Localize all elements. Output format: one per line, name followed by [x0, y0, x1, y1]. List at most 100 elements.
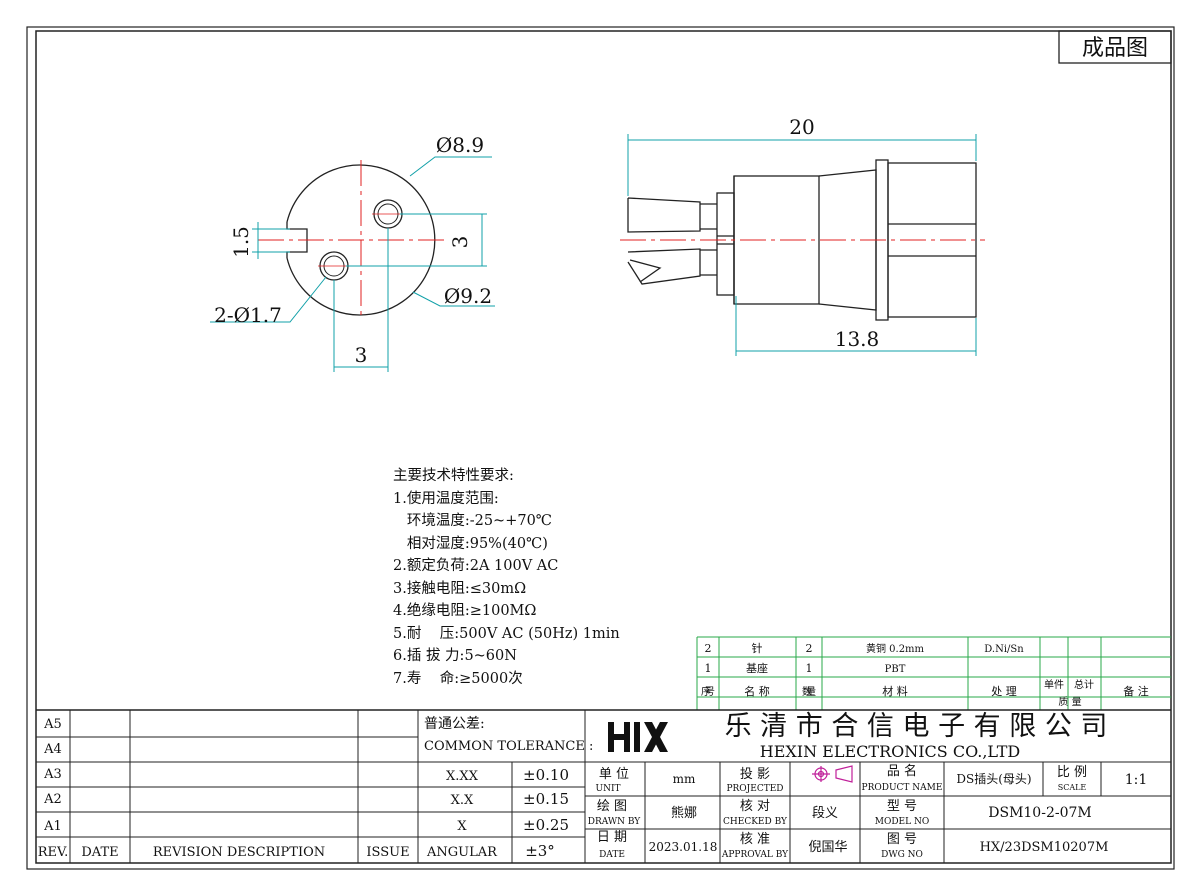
bom-header-weight: 质 量	[1058, 696, 1081, 708]
company-name-en: HEXIN ELECTRONICS CO.,LTD	[760, 742, 1021, 761]
dim-outer-dia: Ø8.9	[436, 133, 484, 157]
bom-header-remark: 备 注	[1123, 684, 1149, 698]
dim-total-length: 20	[789, 115, 814, 139]
stamp-box	[1058, 30, 1172, 64]
rev-header-date: DATE	[81, 845, 118, 860]
tol-label-xx: X.X	[451, 793, 474, 808]
bom-row1-no: 1	[705, 662, 712, 675]
front-dimensions	[210, 156, 495, 372]
date-cn: 日 期	[597, 830, 627, 845]
model-en: MODEL NO	[875, 817, 929, 827]
side-dimensions	[627, 134, 977, 356]
bom-row1-name: 基座	[746, 661, 768, 675]
rev-row-a5: A5	[43, 717, 62, 732]
bom-text: 2 针 2 黄铜 0.2mm D.Ni/Sn 1 基座 1 PBT 序号 名 称…	[701, 641, 1149, 708]
spec-line-6: 4.绝缘电阻:≥100MΩ	[393, 603, 537, 619]
rev-row-a3: A3	[43, 767, 62, 782]
front-view	[258, 160, 448, 318]
unit-value: mm	[673, 772, 696, 786]
approval-en: APPROVAL BY	[721, 850, 789, 860]
spec-line-9: 7.寿 命:≥5000次	[393, 670, 523, 687]
title-block-lines	[36, 709, 1171, 863]
tolerance-text: 普通公差: COMMON TOLERANCE : X.XX ±0.10 X.X …	[424, 716, 593, 860]
bom-header-material: 材 料	[882, 684, 908, 698]
product-name-en: PRODUCT NAME	[862, 783, 943, 793]
checked-value: 段义	[812, 806, 838, 821]
revision-text: A5 A4 A3 A2 A1 REV. DATE REVISION DESCRI…	[38, 717, 410, 860]
tol-label-x: X	[457, 819, 467, 834]
drawn-en: DRAWN BY	[588, 817, 642, 827]
drawn-cn: 绘 图	[597, 799, 627, 814]
dim-slot-width: 1.5	[229, 226, 253, 258]
product-name-value: DS插头(母头)	[956, 772, 1031, 786]
spec-line-2: 环境温度:-25~+70℃	[393, 513, 553, 529]
checked-en: CHECKED BY	[723, 817, 788, 827]
tolerance-title: 普通公差:	[424, 716, 485, 732]
rev-header-rev: REV.	[38, 845, 69, 860]
spec-title: 主要技术特性要求:	[393, 468, 514, 484]
product-name-cn: 品 名	[887, 763, 917, 779]
dwg-cn: 图 号	[887, 832, 917, 847]
dim-pin-spacing-h: 3	[355, 343, 368, 367]
company-logo-text: HX	[0, 0, 2, 1]
tol-value-xx: ±0.15	[523, 790, 569, 808]
spec-line-7: 5.耐 压:500V AC (50Hz) 1min	[393, 625, 620, 642]
rev-row-a2: A2	[43, 792, 62, 807]
bom-row1-material: PBT	[885, 664, 906, 675]
dim-body-length: 13.8	[835, 327, 880, 351]
model-value: DSM10-2-07M	[988, 805, 1091, 821]
scale-cn: 比 例	[1057, 765, 1087, 780]
company-logo	[608, 722, 668, 752]
dim-pin-hole: 2-Ø1.7	[214, 303, 282, 327]
checked-cn: 核 对	[740, 799, 770, 814]
bom-table	[696, 636, 1171, 710]
scale-value: 1:1	[1125, 772, 1148, 788]
tolerance-subtitle: COMMON TOLERANCE :	[424, 739, 593, 754]
drawn-value: 熊娜	[671, 805, 697, 821]
spec-line-5: 3.接触电阻:≤30mΩ	[393, 580, 527, 597]
bom-row2-treatment: D.Ni/Sn	[984, 644, 1024, 655]
tol-label-angular: ANGULAR	[426, 845, 498, 860]
projection-symbol-icon	[812, 765, 853, 783]
stamp-label: 成品图	[1082, 36, 1148, 61]
rev-header-description: REVISION DESCRIPTION	[153, 845, 325, 860]
model-cn: 型 号	[887, 799, 917, 814]
tol-value-x: ±0.25	[523, 816, 569, 834]
bom-header-unit-weight: 单件	[1044, 679, 1064, 691]
bom-row2-qty: 2	[806, 642, 813, 655]
dwg-en: DWG NO	[881, 850, 923, 860]
spec-line-3: 相对湿度:95%(40℃)	[393, 535, 548, 552]
rev-row-a4: A4	[43, 742, 62, 757]
company-name-cn: 乐 清 市 合 信 电 子 有 限 公 司	[725, 711, 1108, 742]
dim-flange-dia: Ø9.2	[444, 284, 492, 308]
rev-row-a1: A1	[43, 819, 62, 834]
info-text: 单 位 UNIT mm 投 影 PROJECTED 品 名 PRODUCT NA…	[588, 763, 1148, 860]
bom-row2-name: 针	[752, 641, 763, 655]
tol-label-xxx: X.XX	[446, 769, 479, 784]
inner-frame	[35, 30, 1172, 864]
bom-row2-no: 2	[705, 642, 712, 655]
unit-label-cn: 单 位	[599, 767, 629, 782]
bom-header-no: 序号	[701, 685, 715, 698]
approval-value: 倪国华	[808, 840, 847, 855]
dwg-value: HX/23DSM10207M	[980, 840, 1109, 855]
unit-label-en: UNIT	[595, 784, 620, 794]
bom-row2-material: 黄铜 0.2mm	[866, 642, 925, 655]
bom-header-qty: 数量	[802, 685, 816, 698]
bom-header-name: 名 称	[744, 684, 770, 698]
dim-pin-spacing-v: 3	[448, 236, 472, 249]
projected-cn: 投 影	[740, 766, 770, 782]
spec-line-4: 2.额定负荷:2A 100V AC	[393, 558, 559, 574]
spec-list: 主要技术特性要求: 1.使用温度范围: 环境温度:-25~+70℃ 相对湿度:9…	[393, 465, 620, 690]
tol-value-xxx: ±0.10	[523, 766, 569, 784]
outer-frame	[26, 26, 1175, 870]
bom-header-treatment: 处 理	[991, 685, 1017, 698]
date-value: 2023.01.18	[649, 840, 718, 854]
scale-en: SCALE	[1058, 783, 1087, 792]
bom-row1-qty: 1	[806, 662, 813, 675]
tol-value-angular: ±3°	[525, 842, 555, 860]
rev-header-issue: ISSUE	[366, 845, 409, 860]
spec-line-8: 6.插 拔 力:5~60N	[393, 648, 517, 664]
spec-line-1: 1.使用温度范围:	[393, 490, 499, 507]
